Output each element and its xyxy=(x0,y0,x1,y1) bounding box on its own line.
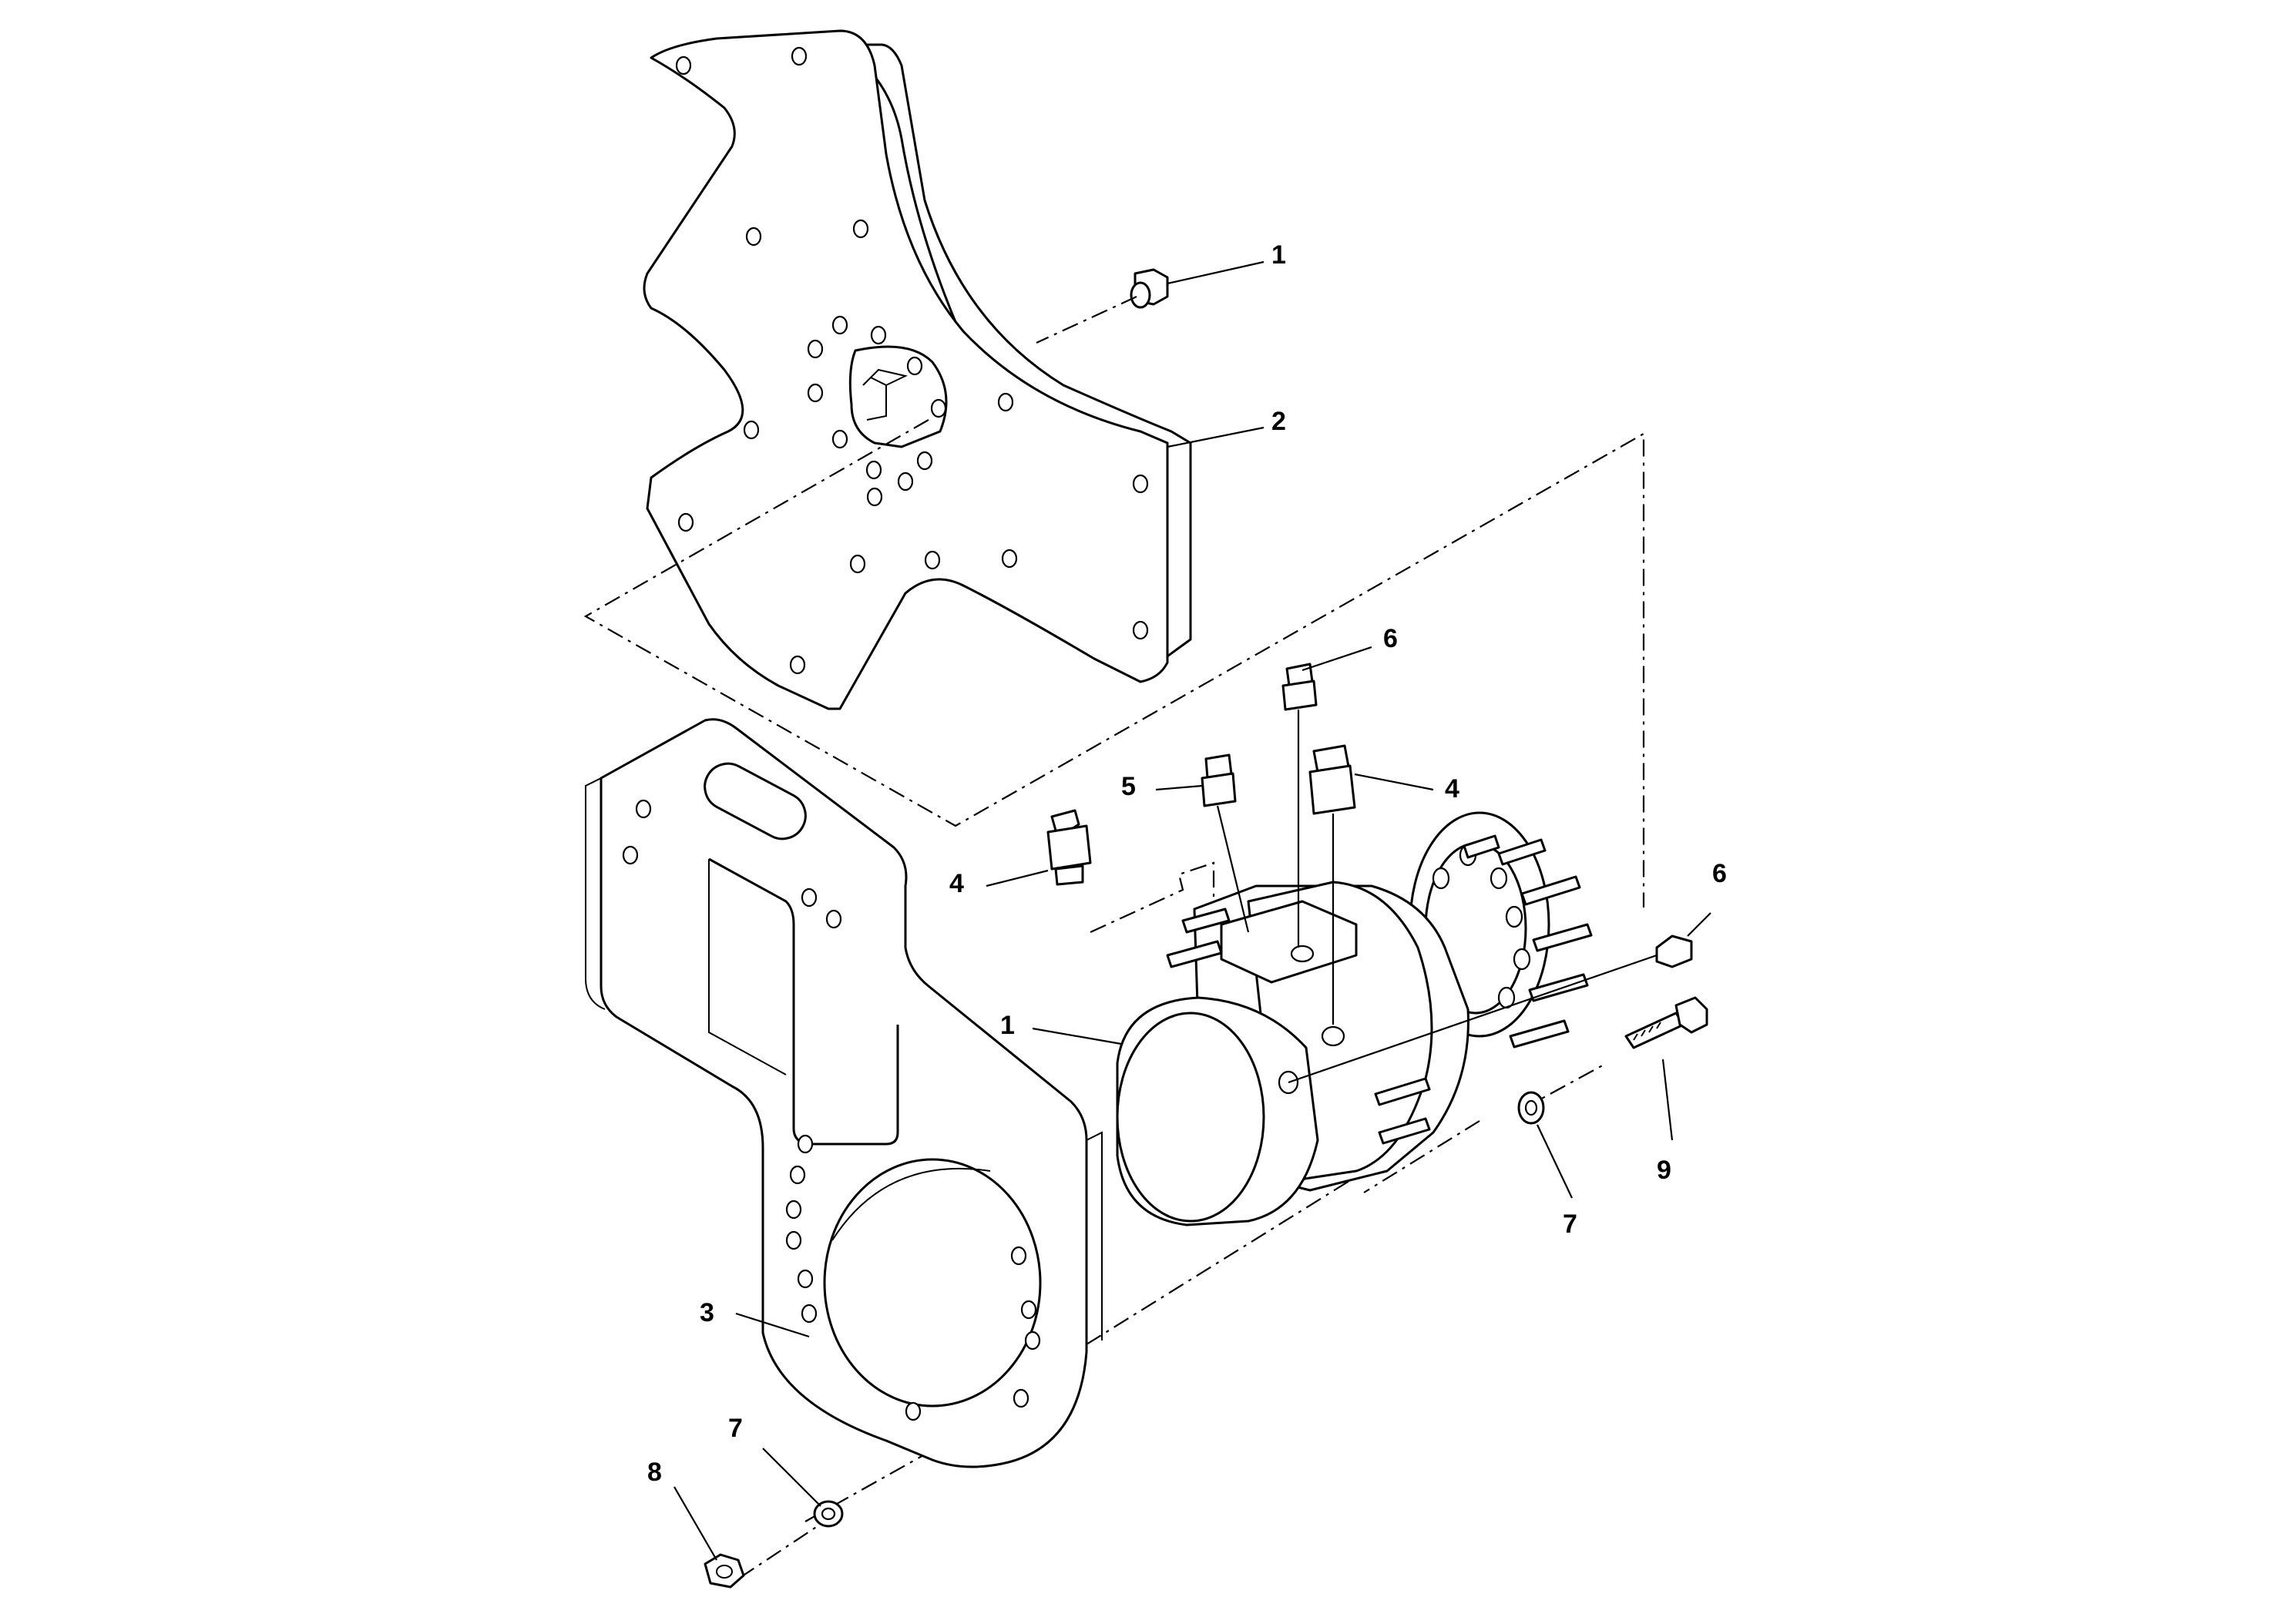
motor-studs xyxy=(1166,908,1431,1145)
hydraulic-fitting-4-right xyxy=(1308,744,1356,815)
callout-4-left: 4 xyxy=(949,869,964,898)
callout-8: 8 xyxy=(647,1458,662,1487)
callout-7-right: 7 xyxy=(1563,1210,1577,1239)
callout-1-top: 1 xyxy=(1271,240,1286,270)
callout-7-left: 7 xyxy=(728,1414,743,1443)
callout-5: 5 xyxy=(1121,772,1136,801)
hex-nut xyxy=(704,1553,745,1589)
flat-washer-left xyxy=(813,1500,844,1528)
spider-plate-holes xyxy=(675,46,1149,675)
hex-bolt xyxy=(1624,996,1708,1049)
plug-fitting-top xyxy=(1130,268,1169,309)
callout-4-right: 4 xyxy=(1445,774,1459,804)
motor-mount-bracket xyxy=(585,718,1103,1468)
callout-1-motor: 1 xyxy=(1000,1011,1015,1040)
callout-2: 2 xyxy=(1271,407,1286,436)
spider-plate xyxy=(643,29,1192,710)
flat-washer-right xyxy=(1517,1091,1545,1125)
callout-6-top: 6 xyxy=(1383,624,1398,653)
callout-numbers: 1 2 6 5 4 4 6 1 9 7 3 7 8 xyxy=(647,240,1727,1487)
callout-3: 3 xyxy=(700,1298,714,1327)
callout-6-right: 6 xyxy=(1712,859,1727,888)
callout-9: 9 xyxy=(1657,1156,1671,1185)
wheel-studs xyxy=(1463,834,1593,1049)
hydraulic-fitting-5 xyxy=(1201,753,1237,807)
bracket-holes xyxy=(622,799,1041,1421)
callout-leaders xyxy=(673,260,1711,1561)
plug-fitting-6-right xyxy=(1655,934,1693,968)
hydraulic-motor xyxy=(1116,811,1593,1226)
hydraulic-fitting-4-left xyxy=(1046,809,1092,886)
hydraulic-fitting-6-top xyxy=(1281,663,1318,711)
